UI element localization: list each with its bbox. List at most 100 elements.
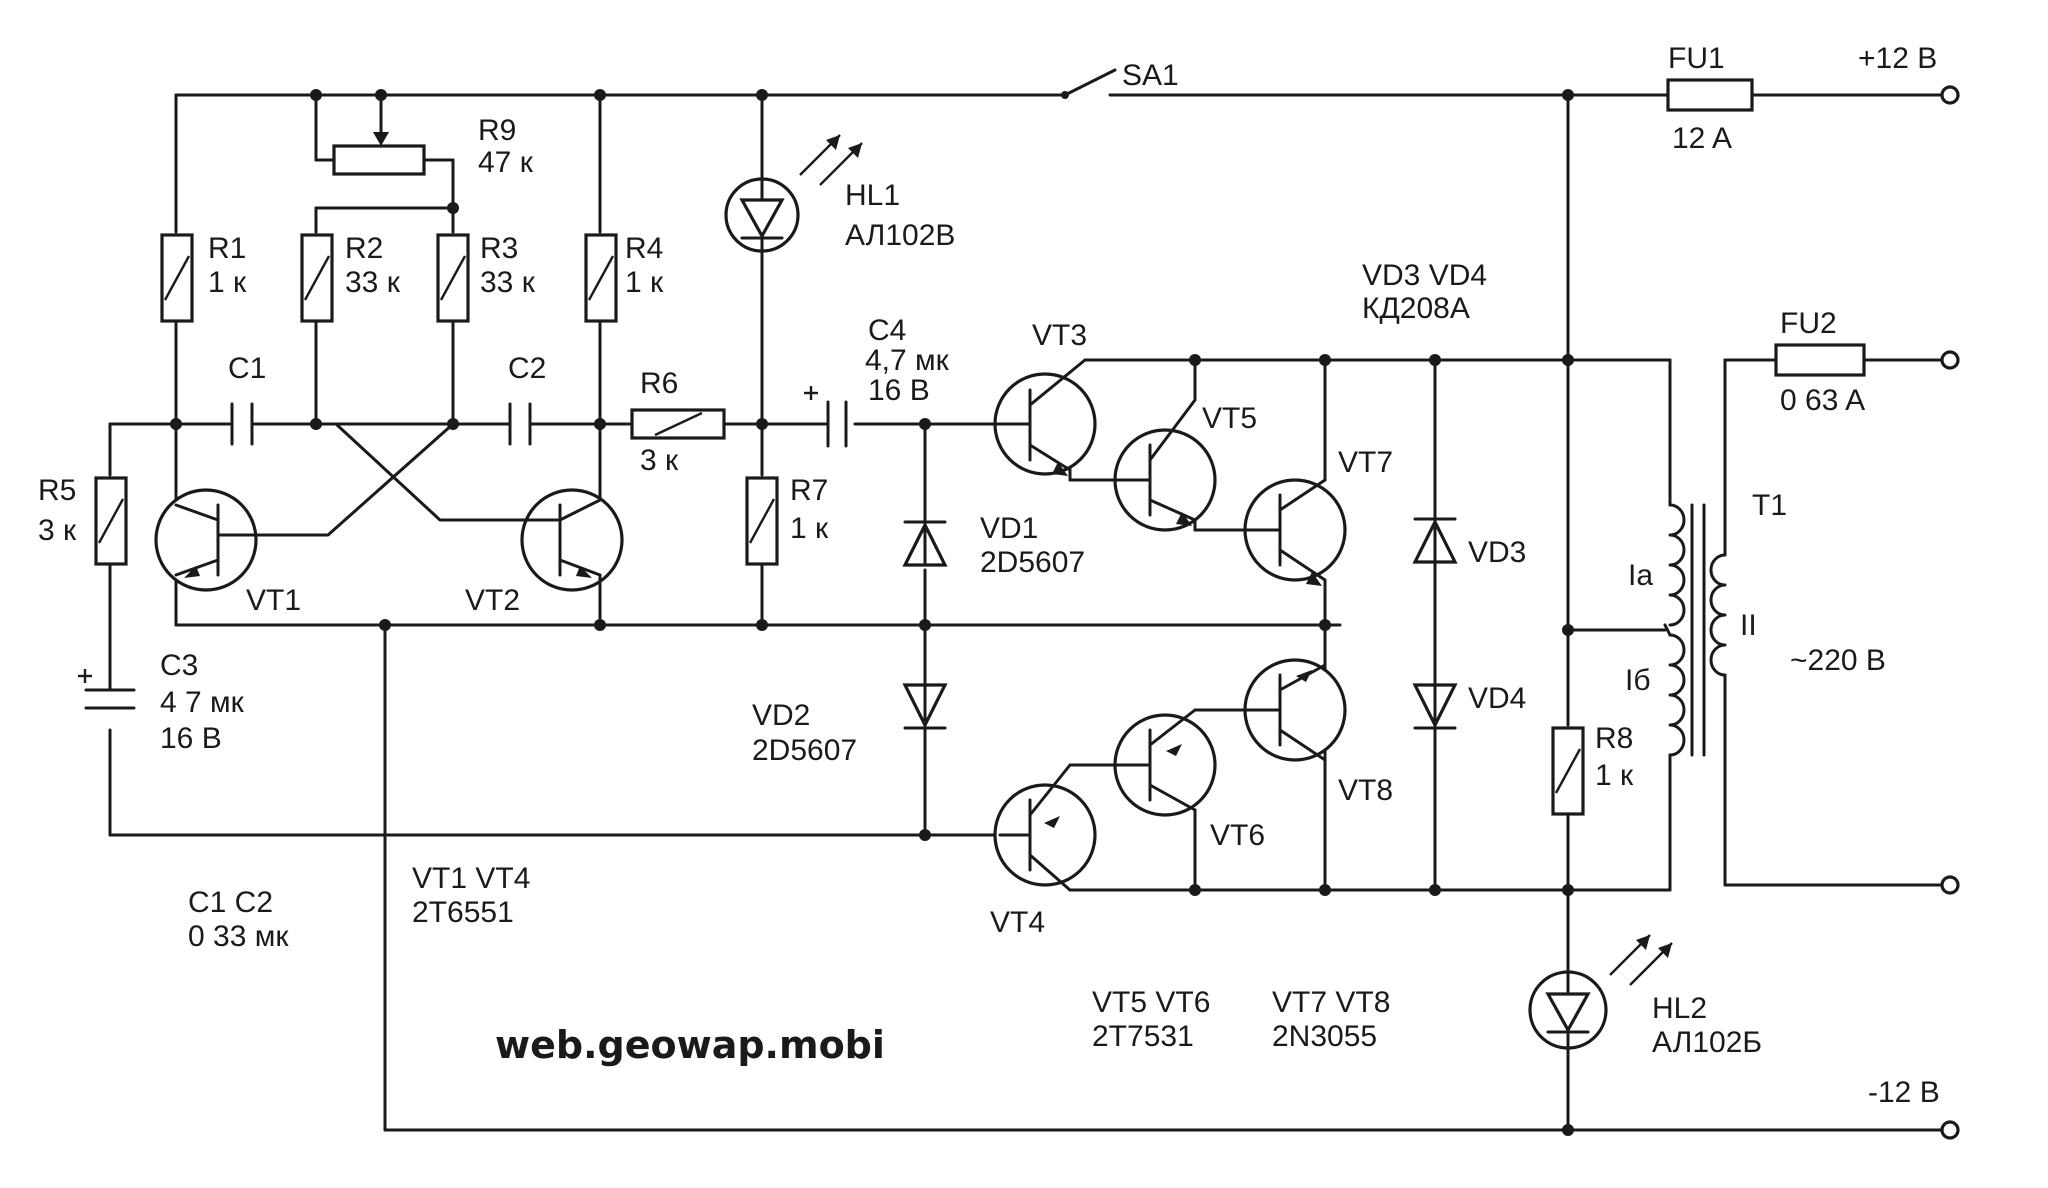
resistor-r6	[630, 408, 726, 440]
label-vt5-vt6-type: 2T7531	[1092, 1020, 1194, 1053]
fuse-fu2	[1774, 343, 1866, 377]
label-r7: R7	[790, 474, 828, 507]
transistor-vt6	[1108, 708, 1217, 817]
label-r2-value: 33 к	[345, 266, 401, 299]
label-vt2: VT2	[465, 584, 520, 617]
label-vd1: VD1	[980, 512, 1038, 545]
resistor-r8	[1551, 726, 1585, 816]
label-r8: R8	[1595, 722, 1633, 755]
label-winding-ii: II	[1740, 609, 1757, 642]
label-vt7: VT7	[1338, 446, 1393, 479]
label-t1: T1	[1752, 489, 1787, 522]
transistor-vt8	[1238, 623, 1347, 762]
resistor-r7	[745, 476, 779, 566]
label-fu2: FU2	[1780, 307, 1837, 340]
label-c3-value1: 4 7 мк	[160, 686, 245, 719]
led-hl1	[724, 134, 863, 254]
label-hl1: HL1	[845, 179, 900, 212]
label-vt1-vt4: VT1 VT4	[412, 862, 530, 895]
label-vd2: VD2	[752, 699, 810, 732]
label-r5: R5	[38, 474, 76, 507]
switch-sa1	[1061, 91, 1069, 99]
label-fu1: FU1	[1668, 42, 1725, 75]
label-c4-value1: 4,7 мк	[865, 344, 950, 377]
label-r5-value: 3 к	[38, 514, 77, 547]
label-hl2: HL2	[1652, 992, 1707, 1025]
capacitor-c4	[804, 386, 848, 448]
capacitor-c2	[508, 402, 532, 446]
label-c2: C2	[508, 352, 546, 385]
transistor-vt5	[1108, 398, 1217, 532]
label-r1: R1	[208, 232, 246, 265]
diode-vd4	[1412, 678, 1458, 742]
label-r9: R9	[478, 114, 516, 147]
label-fu1-rating: 12 A	[1672, 122, 1732, 155]
led-hl2	[1528, 934, 1673, 1052]
capacitor-c1	[230, 402, 254, 446]
transistor-vt3	[988, 358, 1097, 476]
capacitor-c3	[78, 669, 136, 710]
label-vt5: VT5	[1202, 402, 1257, 435]
label-c4: C4	[868, 314, 906, 347]
label-vt7-vt8: VT7 VT8	[1272, 986, 1390, 1019]
label-r2: R2	[345, 232, 383, 265]
label-r6-value: 3 к	[640, 444, 679, 477]
label-plus12: +12 B	[1858, 42, 1937, 75]
label-c1: C1	[228, 352, 266, 385]
junction-dots	[170, 89, 1574, 1136]
label-r6: R6	[640, 367, 678, 400]
label-c1-c2-value: 0 33 мк	[188, 920, 289, 953]
diode-vd1	[902, 508, 948, 567]
label-r1-value: 1 к	[208, 266, 247, 299]
resistor-r5	[94, 476, 128, 566]
label-winding-ia: Ia	[1628, 559, 1653, 592]
potentiometer-r9	[332, 132, 426, 176]
label-vt4: VT4	[990, 906, 1045, 939]
label-r9-value: 47 к	[478, 146, 534, 179]
label-hl2-type: АЛ102Б	[1652, 1026, 1762, 1059]
label-vd4: VD4	[1468, 682, 1526, 715]
label-vt8: VT8	[1338, 774, 1393, 807]
label-minus12: -12 B	[1868, 1076, 1940, 1109]
label-vd3-vd4: VD3 VD4	[1362, 259, 1487, 292]
resistor-r3	[436, 233, 470, 323]
label-hl1-type: АЛ102В	[845, 219, 955, 252]
label-r4: R4	[625, 232, 663, 265]
label-sa1: SA1	[1122, 59, 1179, 92]
transistor-vt7	[1238, 478, 1347, 586]
transistor-vt4	[993, 763, 1097, 892]
label-winding-ib: Iб	[1625, 664, 1651, 697]
label-r3-value: 33 к	[480, 266, 536, 299]
component-labels: SA1 FU1 12 A +12 B R9 47 к HL1 АЛ102В R1…	[38, 42, 1940, 1109]
label-vt5-vt6: VT5 VT6	[1092, 986, 1210, 1019]
label-c1-c2: C1 C2	[188, 886, 273, 919]
transistor-vt2	[480, 488, 624, 627]
label-fu2-rating: 0 63 A	[1780, 384, 1865, 417]
label-c3: C3	[160, 649, 198, 682]
label-r8-value: 1 к	[1595, 759, 1634, 792]
label-ac220: ~220 B	[1790, 644, 1886, 677]
transformer-t1	[1663, 503, 1727, 757]
label-c4-value2: 16 B	[868, 374, 930, 407]
label-r4-value: 1 к	[625, 266, 664, 299]
output-terminals	[1940, 85, 1960, 1140]
label-c3-value2: 16 B	[160, 722, 222, 755]
label-vt3: VT3	[1032, 319, 1087, 352]
label-vt1: VT1	[246, 584, 301, 617]
label-vt6: VT6	[1210, 819, 1265, 852]
label-vd2-type: 2D5607	[752, 734, 857, 767]
label-vt1-vt4-type: 2T6551	[412, 896, 514, 929]
fuse-fu1	[1666, 78, 1754, 112]
label-vd1-type: 2D5607	[980, 546, 1085, 579]
resistor-r2	[300, 233, 334, 323]
resistor-r4	[584, 233, 618, 323]
label-vt7-vt8-type: 2N3055	[1272, 1020, 1377, 1053]
transistor-vt1	[154, 488, 264, 592]
resistor-r1	[160, 233, 194, 323]
label-vd3-vd4-type: КД208А	[1362, 292, 1470, 325]
label-vd3: VD3	[1468, 536, 1526, 569]
watermark-text: web.geowap.mobi	[495, 1023, 885, 1067]
label-r3: R3	[480, 232, 518, 265]
label-r7-value: 1 к	[790, 512, 829, 545]
